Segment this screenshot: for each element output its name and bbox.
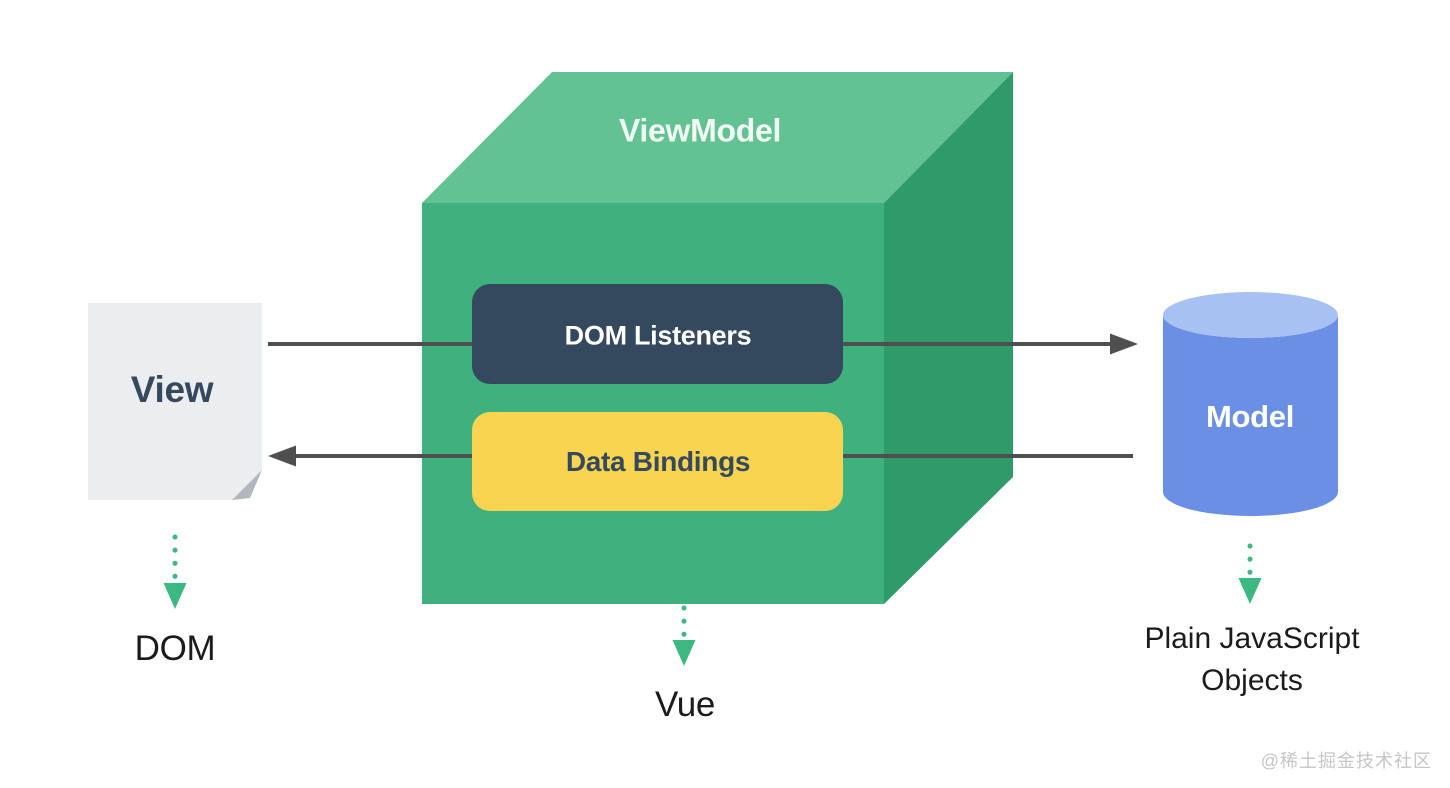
model-cylinder-top: [1163, 292, 1338, 338]
cube-top-face: [422, 72, 1013, 203]
data-bindings-label: Data Bindings: [565, 446, 751, 477]
dotted-arrow-model-head-icon: [1238, 578, 1262, 604]
view-page-sheet: [88, 303, 262, 500]
vue-caption: Vue: [654, 685, 716, 724]
dotted-arrow-viewmodel-vue: [672, 605, 696, 666]
plain-js-line2: Objects: [1201, 664, 1303, 697]
view-page-fold: [232, 470, 262, 500]
arrow-right-head-icon: [1110, 333, 1138, 355]
model-label: Model: [1205, 399, 1295, 434]
dotted-arrow-view-dom: [163, 534, 187, 609]
watermark: @稀土掘金技术社区: [1260, 751, 1432, 771]
arrow-left-head-icon: [268, 445, 296, 467]
dom-listeners-box: [472, 284, 843, 384]
view-page-icon: [88, 303, 262, 500]
viewmodel-title: ViewModel: [618, 112, 782, 149]
dotted-arrow-model-objects: [1238, 543, 1262, 604]
model-cylinder-body: [1163, 315, 1338, 516]
data-bindings-box: [472, 412, 843, 511]
plain-js-objects-caption: Plain JavaScript Objects: [1144, 618, 1359, 702]
dotted-arrow-vue-head-icon: [672, 640, 696, 666]
model-cylinder-icon: [1163, 292, 1338, 516]
dotted-arrow-view-head-icon: [163, 583, 187, 609]
plain-js-line1: Plain JavaScript: [1144, 622, 1360, 655]
cube-front-face: [422, 203, 884, 604]
cube-side-face: [884, 72, 1013, 604]
dom-caption: DOM: [134, 629, 216, 668]
view-label: View: [130, 369, 214, 410]
dom-listeners-label: DOM Listeners: [564, 320, 752, 351]
